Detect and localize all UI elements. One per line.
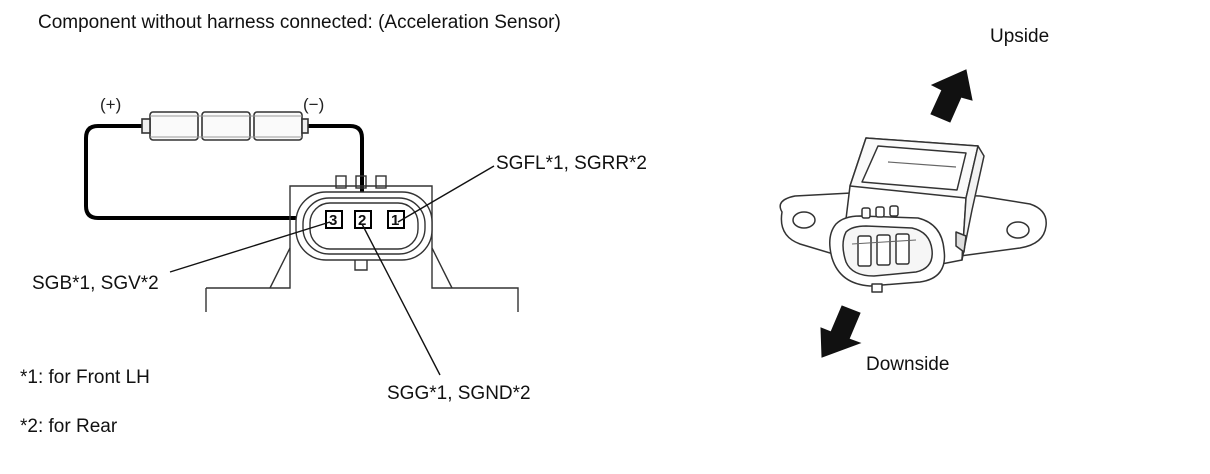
- mount-hole-left: [792, 211, 816, 229]
- battery-positive-label: (+): [100, 95, 121, 114]
- sensor-connector: [205, 175, 519, 312]
- pin-1-number: 1: [391, 212, 399, 229]
- connector-housing: [205, 185, 519, 312]
- pin-2-number: 2: [358, 212, 366, 229]
- battery-negative-label: (−): [303, 95, 324, 114]
- acceleration-sensor-illustration: [779, 137, 1047, 293]
- footnote-1: *1: for Front LH: [20, 367, 150, 388]
- leader-pin-2: [361, 223, 441, 376]
- battery-circuit: (+) (−): [84, 95, 364, 224]
- pin-3: 3: [325, 210, 343, 229]
- leader-pin-1: [397, 165, 495, 223]
- callout-pin-3: SGB*1, SGV*2: [32, 273, 159, 294]
- callout-leader-lines: [169, 165, 495, 376]
- positive-lead-wire: [84, 124, 340, 220]
- mount-hole-right: [1006, 221, 1030, 239]
- callout-pin-1: SGFL*1, SGRR*2: [496, 153, 647, 174]
- downside-arrow-icon: [820, 305, 862, 358]
- pin-2: 2: [354, 210, 372, 229]
- upside-label: Upside: [990, 26, 1049, 47]
- leader-pin-3: [169, 221, 331, 273]
- pin-3-number: 3: [329, 212, 337, 229]
- callout-pin-2: SGG*1, SGND*2: [387, 383, 531, 404]
- pin-1: 1: [387, 210, 405, 229]
- negative-lead-wire: [306, 124, 364, 224]
- upside-arrow-icon: [930, 69, 973, 123]
- battery-icon: [141, 111, 309, 141]
- connector-pins: 3 2 1: [325, 210, 405, 229]
- downside-label: Downside: [866, 354, 949, 375]
- footnote-2: *2: for Rear: [20, 416, 118, 437]
- page-title: Component without harness connected: (Ac…: [38, 12, 561, 33]
